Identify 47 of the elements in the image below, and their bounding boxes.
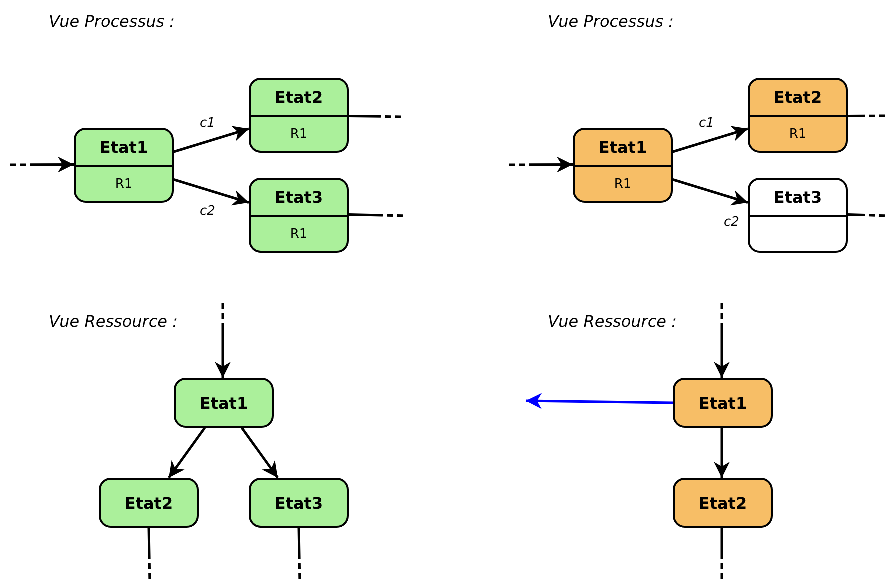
state-name: Etat2: [698, 494, 748, 512]
arrow: [174, 178, 250, 206]
view-heading: Vue Processus :: [49, 12, 176, 31]
arrow: [10, 156, 74, 173]
state-box: [74, 128, 174, 203]
state-box: [249, 78, 349, 153]
state-box: [174, 378, 274, 428]
arrow: [714, 303, 730, 378]
edge-label: c1: [199, 117, 216, 130]
resource-label: R1: [115, 176, 133, 192]
state-box: [748, 78, 848, 153]
arrow: [174, 126, 250, 154]
state-box: [249, 478, 349, 528]
state-name: Etat3: [274, 188, 324, 207]
view-heading: Vue Processus :: [548, 12, 674, 31]
state-box: [673, 478, 773, 528]
arrow: [168, 427, 206, 479]
resource-label: R1: [290, 226, 308, 242]
arrow: [509, 156, 573, 173]
resource-label: R1: [290, 126, 308, 142]
state-name: Etat2: [274, 88, 324, 107]
edge-label: c1: [698, 117, 716, 130]
state-name: Etat1: [698, 394, 748, 412]
state-box: [99, 478, 199, 528]
edge-label: c2: [723, 216, 740, 229]
state-name: Etat2: [124, 494, 174, 512]
arrow: [526, 393, 674, 410]
state-box: [573, 128, 673, 203]
edge-label: c2: [199, 205, 216, 218]
resource-label: R1: [614, 176, 632, 192]
state-box: [748, 178, 848, 253]
arrow: [240, 427, 280, 479]
arrow: [672, 126, 748, 154]
state-name: Etat1: [100, 138, 148, 157]
state-name: Etat3: [774, 188, 822, 207]
state-name: Etat1: [200, 394, 248, 412]
state-name: Etat1: [598, 138, 648, 157]
arrow: [672, 178, 748, 206]
view-heading: Vue Ressource :: [548, 312, 677, 331]
state-box: [249, 178, 349, 253]
arrow: [215, 303, 231, 378]
state-name: Etat2: [774, 88, 822, 107]
state-box: [673, 378, 773, 428]
view-heading: Vue Ressource :: [49, 312, 178, 331]
state-name: Etat3: [274, 494, 324, 512]
arrow: [714, 428, 730, 478]
resource-label: R1: [789, 126, 807, 142]
